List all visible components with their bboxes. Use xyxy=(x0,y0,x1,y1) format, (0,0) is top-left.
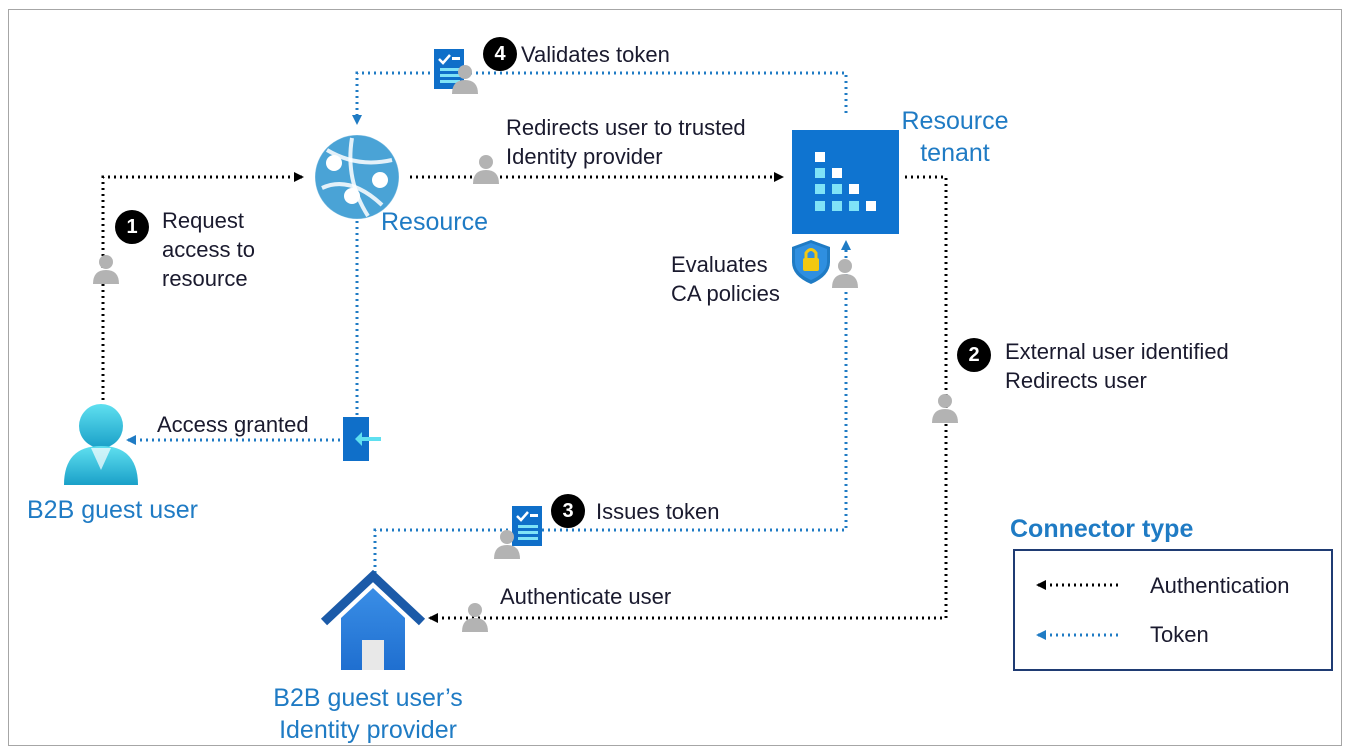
step-3-label: Issues token xyxy=(596,499,720,524)
evaluates-line: CA policies xyxy=(671,281,780,306)
token-document-icon xyxy=(512,506,542,546)
legend-lines xyxy=(1036,580,1118,640)
legend-box xyxy=(1013,549,1333,671)
step-2-line: Redirects user xyxy=(1005,368,1147,393)
legend-token-label: Token xyxy=(1150,622,1209,647)
shield-lock-icon xyxy=(792,240,830,284)
redirects-line: Redirects user to trusted xyxy=(506,115,746,140)
diagram-frame xyxy=(8,9,1342,746)
guest-user-label: B2B guest user xyxy=(27,496,198,524)
person-icon xyxy=(932,394,958,423)
step-4-label: Validates token xyxy=(521,42,670,67)
tenant-icon xyxy=(792,130,899,234)
legend-auth-label: Authentication xyxy=(1150,573,1290,598)
step-badge: 3 xyxy=(551,494,585,528)
resource-tenant-label: Resource tenant xyxy=(896,105,1014,169)
guest-user-icon xyxy=(64,404,138,485)
resource-label: Resource xyxy=(381,208,488,236)
step-1-line: access to xyxy=(162,237,255,262)
auth-connectors xyxy=(101,172,948,623)
step-badge: 1 xyxy=(115,210,149,244)
connector-validates-token xyxy=(352,71,848,125)
token-connectors xyxy=(126,71,851,573)
redirects-line: Identity provider xyxy=(506,144,663,169)
house-icon xyxy=(320,569,426,670)
evaluates-label: Evaluates CA policies xyxy=(671,250,780,308)
resource-tenant-line1: Resource xyxy=(901,107,1009,135)
step-2-label: External user identified Redirects user xyxy=(1005,337,1229,395)
redirects-label: Redirects user to trusted Identity provi… xyxy=(506,113,746,171)
access-granted-label: Access granted xyxy=(157,412,309,437)
identity-provider-line2: Identity provider xyxy=(279,716,457,744)
resource-icon xyxy=(314,134,400,220)
person-icon xyxy=(832,259,858,288)
person-icon xyxy=(93,255,119,284)
connector-external-user xyxy=(428,175,948,623)
identity-provider-label: B2B guest user’s Identity provider xyxy=(258,682,478,746)
step-badge: 4 xyxy=(483,37,517,71)
step-1-line: Request xyxy=(162,208,244,233)
person-icon xyxy=(473,155,499,184)
step-badge: 2 xyxy=(957,338,991,372)
resource-tenant-line2: tenant xyxy=(920,139,990,167)
connector-request-access xyxy=(101,172,304,400)
step-2-line: External user identified xyxy=(1005,339,1229,364)
evaluates-line: Evaluates xyxy=(671,252,768,277)
legend-title: Connector type xyxy=(1010,515,1194,543)
sign-in-icon xyxy=(343,417,381,461)
step-1-line: resource xyxy=(162,266,248,291)
identity-provider-line1: B2B guest user’s xyxy=(273,684,463,712)
step-1-label: Request access to resource xyxy=(162,206,255,293)
authenticate-user-label: Authenticate user xyxy=(500,584,672,609)
